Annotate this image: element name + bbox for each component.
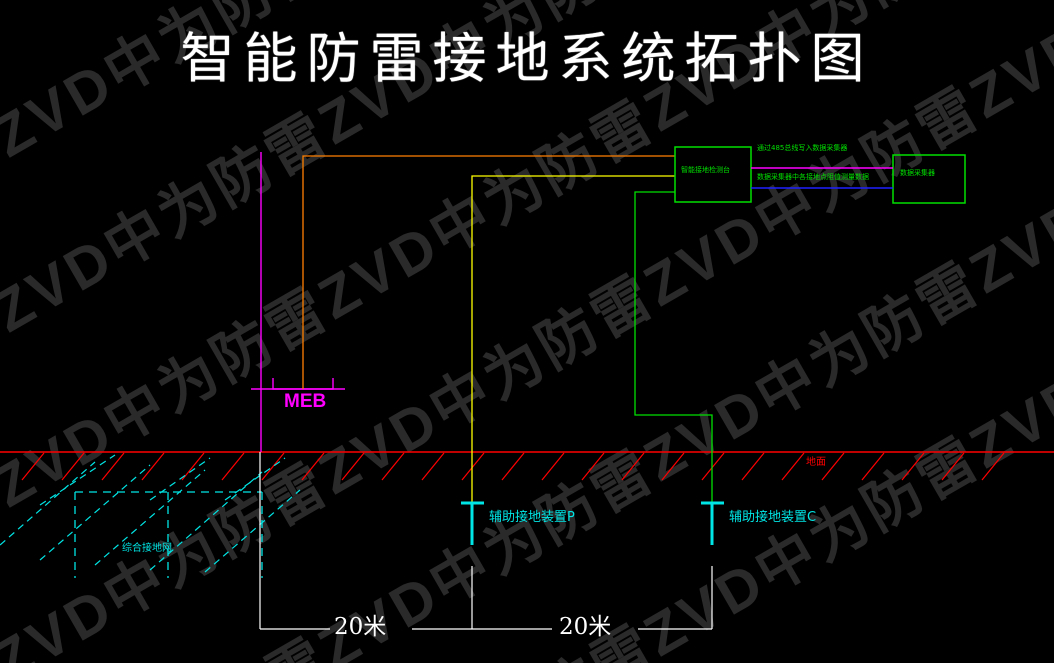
- acquisition-box[interactable]: [892, 154, 966, 204]
- dimension-label-left: 20米: [334, 614, 387, 640]
- electrode-c-symbol: [701, 501, 724, 545]
- page-title: 智能防雷接地系统拓扑图: [180, 27, 874, 90]
- dimension-lines: [259, 452, 713, 630]
- dimension-label-right: 20米: [559, 614, 612, 640]
- electrode-p-symbol: [461, 501, 484, 545]
- ground-surface-label: 地面: [806, 457, 826, 468]
- link-yellow-electrode-p: [471, 175, 675, 510]
- soil-diagonal-hatching: [0, 454, 301, 573]
- grounding-grid: [74, 491, 263, 578]
- grounding-grid-label: 综合接地网: [122, 543, 172, 554]
- detector-box-label: 智能接地检测台: [681, 166, 730, 174]
- link-label-lower: 数据采集器中各接地点阻值测量数据: [757, 173, 869, 181]
- link-orange-meb-to-detector: [302, 155, 675, 389]
- link-green-electrode-c: [634, 191, 713, 510]
- electrode-c-label: 辅助接地装置C: [729, 510, 817, 525]
- detector-box[interactable]: [674, 146, 752, 203]
- acquisition-box-label: 数据采集器: [900, 169, 935, 177]
- meb-label: MEB: [284, 391, 327, 412]
- ground-hatching: [21, 452, 1005, 481]
- electrode-p-label: 辅助接地装置P: [489, 510, 575, 525]
- link-label-upper: 通过485总线写入数据采集器: [757, 144, 848, 152]
